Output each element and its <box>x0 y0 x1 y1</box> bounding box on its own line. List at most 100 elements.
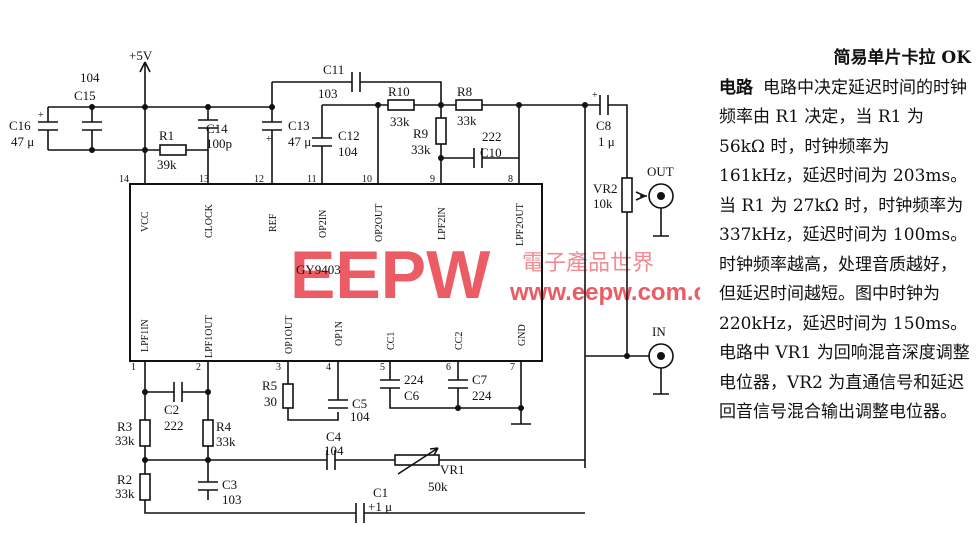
r10-resistor <box>387 99 415 111</box>
c11-value: 103 <box>318 86 338 101</box>
vr1-value: 50k <box>428 479 448 494</box>
ic-label: GY9403 <box>296 262 341 277</box>
r4-label: R4 <box>216 419 232 434</box>
c15-capacitor <box>82 121 102 131</box>
pin-13-number: 13 <box>199 174 209 185</box>
c16-value: 47 μ <box>11 134 34 149</box>
r9-value: 33k <box>411 142 431 157</box>
r5-wiring <box>287 392 339 421</box>
r8-value: 33k <box>457 113 477 128</box>
pin-12-number: 12 <box>254 174 264 185</box>
r9-resistor <box>435 117 447 145</box>
vcc-label: +5V <box>129 48 153 63</box>
c8-wiring <box>585 95 647 236</box>
c16-plus: + <box>38 110 44 121</box>
vr2-wiper-arrow <box>635 191 646 201</box>
c16-label: C16 <box>9 118 31 133</box>
c12-wiring <box>312 104 388 160</box>
watermark-logo: EEPW <box>290 237 491 313</box>
pin-7-number: 7 <box>510 362 515 373</box>
r8-label: R8 <box>457 84 472 99</box>
r1-label: R1 <box>159 128 174 143</box>
c7-value: 224 <box>472 388 492 403</box>
r1-resistor <box>159 144 187 156</box>
c5-capacitor <box>328 399 348 409</box>
r9-label: R9 <box>413 126 428 141</box>
pin-op1n-name: OP1N <box>334 321 345 346</box>
in-label: IN <box>652 324 666 339</box>
r5-label: R5 <box>262 378 277 393</box>
pin-op2out-name: OP2OUT <box>374 204 385 242</box>
pin-6-number: 6 <box>446 362 451 373</box>
pin-lpf1out-name: LPF1OUT <box>204 315 215 358</box>
pin-gnd-name: GND <box>517 324 528 346</box>
c6-value: 224 <box>404 372 424 387</box>
ic-gy9403 <box>129 183 543 362</box>
pin-lpf2out-name: LPF2OUT <box>515 203 526 246</box>
cc-capacitors <box>380 379 531 425</box>
pin-op2in-name: OP2IN <box>318 210 329 238</box>
pin-lpf2in-name: LPF2IN <box>437 207 448 240</box>
supply-wiring <box>47 61 273 160</box>
c2-label: C2 <box>164 402 179 417</box>
c11-label: C11 <box>323 62 344 77</box>
r10-label: R10 <box>388 84 410 99</box>
pin-5-number: 5 <box>380 362 385 373</box>
c7-label: C7 <box>472 372 488 387</box>
top-pin-stubs <box>144 160 520 184</box>
c10-value: 222 <box>482 129 502 144</box>
pin-11-number: 11 <box>307 174 317 185</box>
c10-label: C10 <box>480 145 502 160</box>
c13-value: 47 μ <box>288 134 311 149</box>
pin-ref-name: REF <box>268 213 279 232</box>
watermark-cn: 電子產品世界 <box>522 251 654 276</box>
r1-value: 39k <box>157 157 177 172</box>
vr1-adjust-arrow <box>397 447 439 475</box>
junction-dots <box>89 102 630 463</box>
c8-plus: + <box>592 90 598 101</box>
c15-label: C15 <box>74 88 96 103</box>
c6-label: C6 <box>404 388 420 403</box>
c1-label: C1 <box>373 485 388 500</box>
pin-2-number: 2 <box>196 362 201 373</box>
pin-op1out-name: OP1OUT <box>284 316 295 354</box>
c13-label: C13 <box>288 118 310 133</box>
eepw-watermark: EEPW www.eepw.com.cn 電子產品世界 <box>290 237 700 313</box>
r4-value: 33k <box>216 434 236 449</box>
c3-value: 103 <box>222 492 242 507</box>
c3-label: C3 <box>222 477 237 492</box>
c8-label: C8 <box>596 118 611 133</box>
pin-10-number: 10 <box>362 174 372 185</box>
schematic: EEPW www.eepw.com.cn 電子產品世界 GY9403 14 13… <box>9 48 700 523</box>
r5-value: 30 <box>264 394 277 409</box>
r3-label: R3 <box>117 419 132 434</box>
watermark-url: www.eepw.com.cn <box>509 279 700 306</box>
r8-resistor <box>455 99 483 111</box>
r2-resistor <box>139 473 151 501</box>
c4-value: 104 <box>324 443 344 458</box>
pin-vcc-name: VCC <box>140 211 151 232</box>
c2-value: 222 <box>164 418 184 433</box>
r2-value: 33k <box>115 486 135 501</box>
c14-label: C14 <box>206 121 228 136</box>
vr1-potentiometer <box>394 454 440 466</box>
c13-plus: + <box>266 134 272 145</box>
bottom-pin-stubs <box>144 361 522 408</box>
in-jack <box>584 105 674 468</box>
out-label: OUT <box>647 164 674 179</box>
c1-value: +1 μ <box>368 499 392 514</box>
pin-14-number: 14 <box>119 174 129 185</box>
pin-cc1-name: CC1 <box>386 332 397 350</box>
r5-resistor <box>282 383 294 409</box>
vr2-potentiometer <box>621 177 633 213</box>
c10-wiring <box>441 148 519 168</box>
c5-label: C5 <box>352 396 367 411</box>
circuit-description: 简易单片卡拉 OK 电路电路中决定延迟时间的时钟频率由 R1 决定，当 R1 为… <box>719 44 971 428</box>
out-jack <box>648 183 674 237</box>
r10-value: 33k <box>390 114 410 129</box>
pin-lpf1in-name: LPF1IN <box>140 319 151 352</box>
description-title-line1: 简易单片卡拉 OK <box>833 48 971 68</box>
c4-label: C4 <box>326 429 342 444</box>
c14-capacitor <box>198 119 218 129</box>
c11-wiring <box>272 72 442 105</box>
